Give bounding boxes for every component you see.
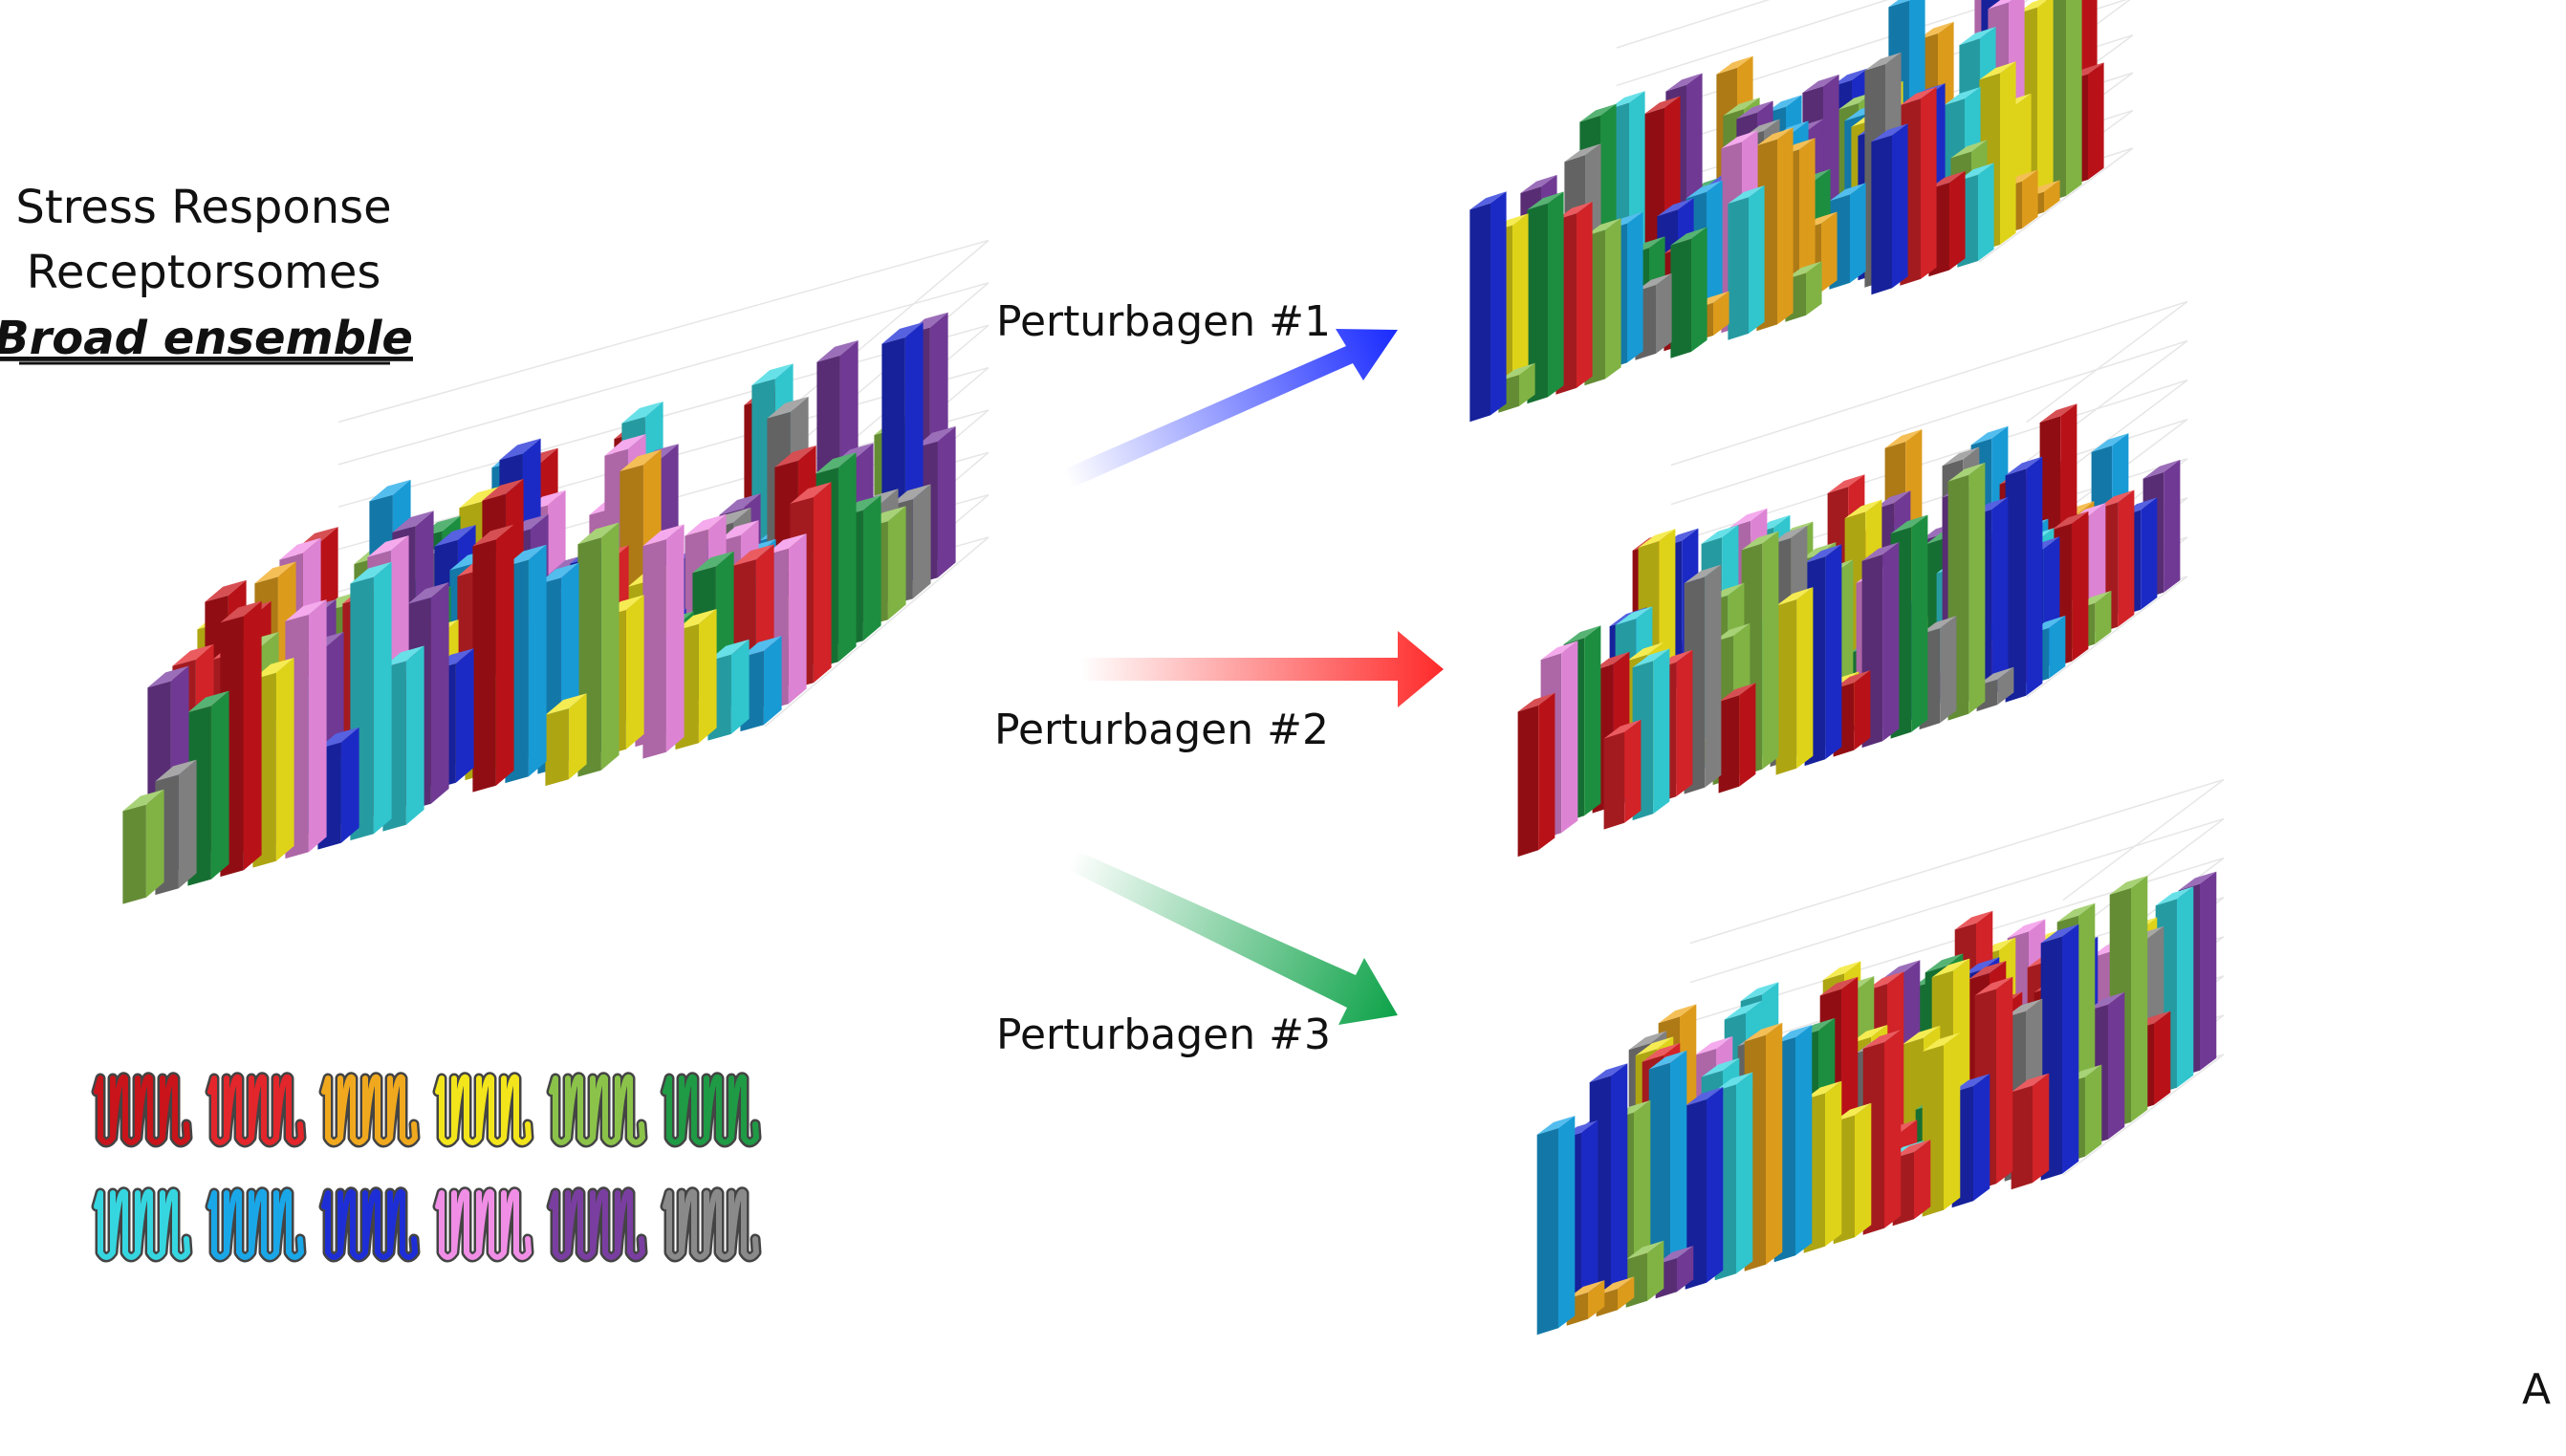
- receptor-legend: [91, 1072, 762, 1263]
- arrow-icon: [1066, 329, 1398, 488]
- seven-transmembrane-receptor-icon: [660, 1186, 762, 1263]
- receptor-bar: [1536, 1116, 1576, 1336]
- seven-transmembrane-receptor-icon: [432, 1186, 534, 1263]
- seven-transmembrane-receptor-icon: [205, 1072, 307, 1148]
- receptor-bar: [1979, 61, 2016, 251]
- title-line-1: Stress Response: [15, 181, 391, 234]
- receptor-bar: [1775, 587, 1814, 775]
- arrow-icon: [1069, 851, 1398, 1025]
- title-subtitle: Broad ensemble: [0, 312, 413, 365]
- receptor-bar: [472, 524, 514, 793]
- receptor-bar: [545, 693, 587, 787]
- receptor-bar: [1648, 1050, 1687, 1291]
- perturbagen-1-arrow: [1066, 329, 1398, 488]
- receptor-bar: [2005, 456, 2043, 703]
- seven-transmembrane-receptor-icon: [91, 1186, 193, 1263]
- seven-transmembrane-receptor-icon: [546, 1072, 648, 1148]
- perturbagen-2-label: Perturbagen #2: [994, 706, 1329, 754]
- receptor-bar: [1527, 191, 1564, 404]
- receptor-bar: [1603, 719, 1642, 830]
- perturbagen-1-label: Perturbagen #1: [996, 297, 1331, 346]
- receptor-bar: [1951, 1074, 1990, 1208]
- receptor-bar: [1670, 227, 1707, 359]
- arrow-icon: [1080, 631, 1444, 707]
- perturbagen-2-bar-field: [1517, 300, 2188, 858]
- perturbagen-3-label: Perturbagen #3: [996, 1011, 1331, 1059]
- receptor-bar: [642, 524, 685, 759]
- receptor-bar: [1871, 123, 1908, 295]
- receptor-bar: [1728, 185, 1765, 340]
- broad-ensemble-bar-field: [122, 239, 989, 904]
- title-block: Stress Response Receptorsomes Broad ense…: [0, 181, 413, 365]
- perturbagen-2-arrow: [1080, 631, 1444, 707]
- receptor-bar: [1976, 666, 2014, 712]
- panel-letter: A: [2522, 1365, 2551, 1414]
- title-line-2: Receptorsomes: [27, 246, 381, 299]
- perturbagen-3-bar-field: [1536, 778, 2225, 1336]
- receptor-bar: [1517, 692, 1555, 858]
- seven-transmembrane-receptor-icon: [546, 1186, 648, 1263]
- receptor-bar: [122, 789, 164, 904]
- perturbagen-3-arrow: [1069, 851, 1398, 1025]
- seven-transmembrane-receptor-icon: [432, 1072, 534, 1148]
- seven-transmembrane-receptor-icon: [91, 1072, 193, 1148]
- perturbagen-1-bar-field: [1469, 0, 2134, 423]
- seven-transmembrane-receptor-icon: [318, 1186, 421, 1263]
- receptor-bar: [1685, 1087, 1724, 1290]
- seven-transmembrane-receptor-icon: [318, 1072, 421, 1148]
- receptor-bar: [1469, 191, 1507, 423]
- receptor-bar: [1632, 648, 1670, 821]
- receptor-bar: [1718, 683, 1756, 793]
- receptor-bar: [2011, 1073, 2050, 1190]
- seven-transmembrane-receptor-icon: [660, 1072, 762, 1148]
- receptor-bar: [1684, 564, 1722, 794]
- seven-transmembrane-receptor-icon: [205, 1186, 307, 1263]
